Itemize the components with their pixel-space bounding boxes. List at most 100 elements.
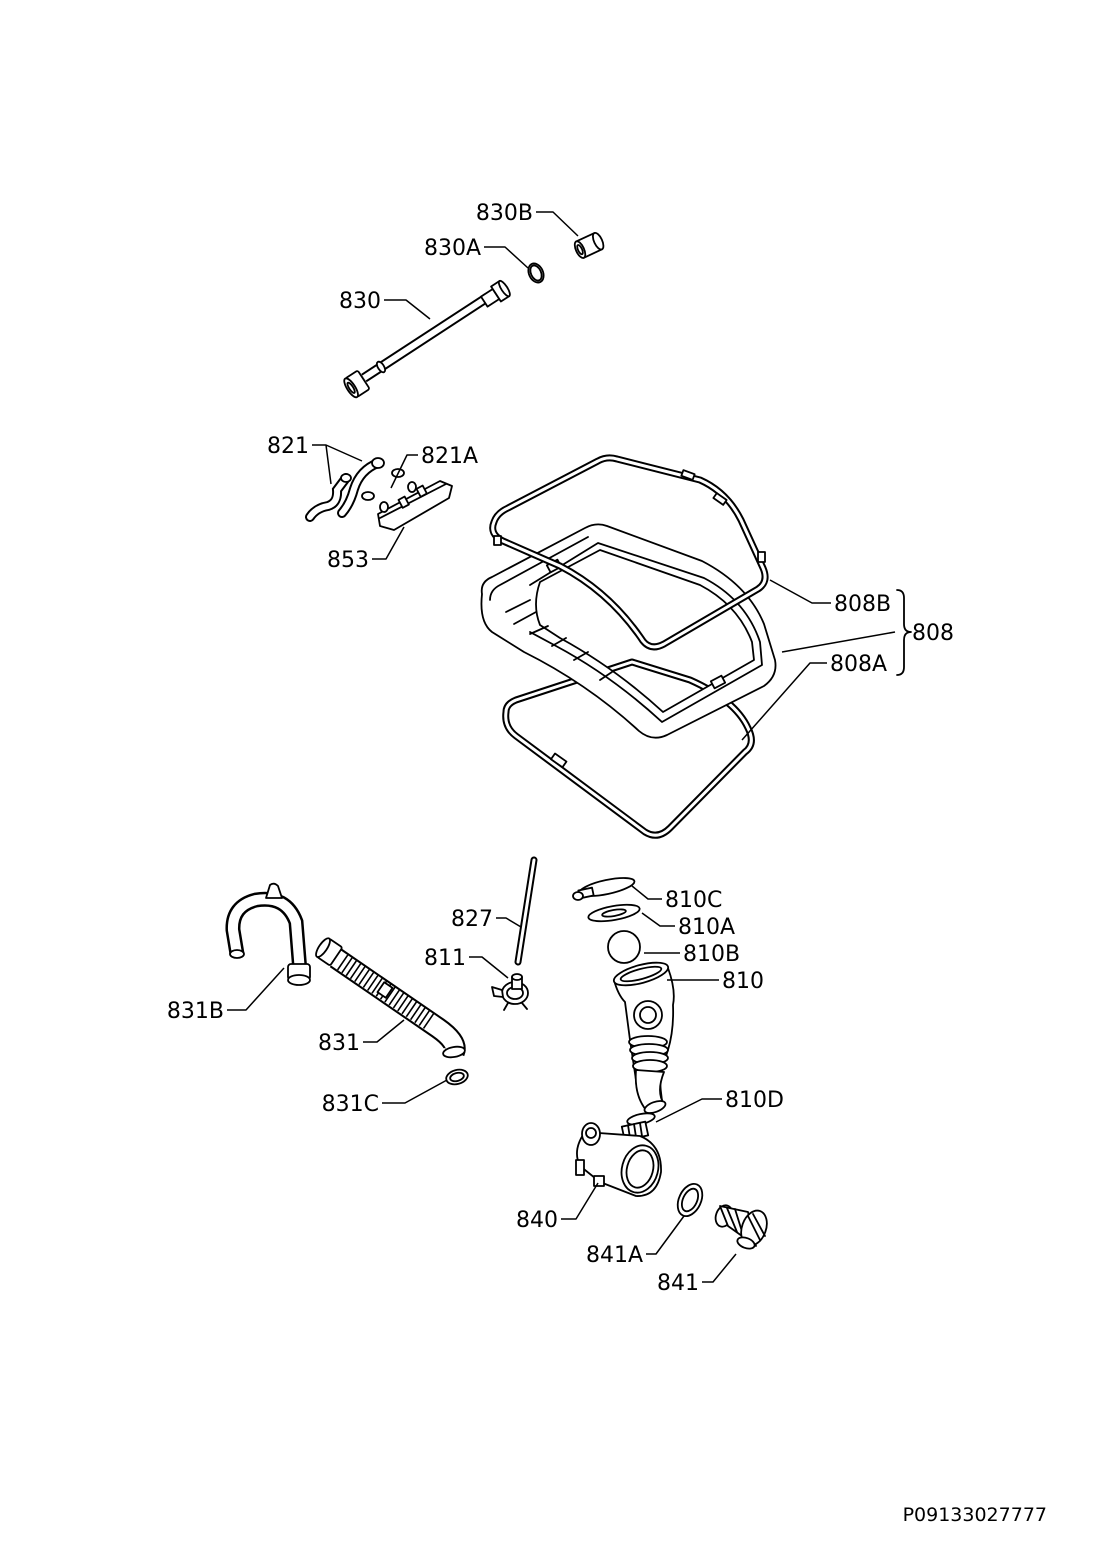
clip-1: [361, 491, 375, 501]
cuff-opening: [315, 937, 331, 958]
callout-810C: 810C: [665, 888, 722, 913]
callout-827: 827: [451, 907, 493, 932]
rib: [513, 611, 537, 625]
leader-811: [469, 956, 509, 979]
clip-3: [407, 481, 417, 493]
gasket-inner: [601, 908, 627, 918]
leader-831C: [382, 1079, 448, 1104]
hose-b-fill: [339, 460, 381, 516]
callout-821: 821: [267, 434, 309, 459]
leader-810C: [631, 885, 662, 900]
rib: [505, 599, 531, 613]
frame-808-outer-lip: [489, 536, 589, 601]
rib: [573, 651, 589, 661]
callout-830B: 830B: [476, 201, 533, 226]
leader-831: [363, 1019, 405, 1043]
drain-hose-outlet: [442, 1045, 466, 1059]
drain-hose-clip: [376, 981, 394, 999]
guide-hook-tab: [265, 882, 283, 899]
callout-810D: 810D: [725, 1088, 784, 1113]
part-808B-outer-frame: [489, 454, 769, 651]
callout-808B: 808B: [834, 592, 891, 617]
callout-831: 831: [318, 1031, 360, 1056]
frame-808B-tab-3: [757, 551, 766, 563]
part-827-rod: [514, 856, 538, 966]
callout-840: 840: [516, 1208, 558, 1233]
leader-821A: [390, 454, 418, 489]
clip-4: [379, 501, 389, 513]
frame-808B-tab-4: [493, 535, 502, 546]
part-810C-cover: [572, 877, 636, 901]
filter-grip: [747, 1213, 766, 1241]
hose-fitting: [480, 279, 511, 308]
callout-830A: 830A: [424, 236, 481, 261]
leader-841: [702, 1253, 737, 1283]
hose-nut: [343, 370, 370, 399]
ring-inner: [529, 264, 543, 282]
hose-band: [375, 360, 387, 374]
callout-808A: 808A: [830, 652, 887, 677]
leader-830A: [484, 246, 529, 269]
ring-outer: [676, 1183, 704, 1217]
part-830A-seal-ring: [527, 262, 545, 284]
frame-808A-tab: [550, 752, 568, 769]
brace-808: [896, 589, 912, 676]
part-831-drain-hose: [315, 937, 466, 1059]
callout-831B: 831B: [167, 999, 224, 1024]
leader-810D: [655, 1098, 722, 1123]
callout-821A: 821A: [421, 444, 478, 469]
pump-foot-2: [593, 1175, 605, 1187]
hose-tube-fill: [362, 294, 490, 381]
frame-808-inner-lip: [529, 542, 763, 723]
pump-inlet-bore: [585, 1127, 597, 1139]
callout-labels: 830B 830A 830 821 821A 853 808B 808 808A…: [167, 201, 954, 1296]
part-808-door-frame: [480, 523, 777, 739]
nut-bore: [346, 381, 356, 394]
clamp-inner: [449, 1071, 465, 1083]
hose-a-fill: [307, 475, 349, 520]
bracket-boss-1: [415, 484, 428, 498]
pump-filter-bore: [625, 1149, 655, 1189]
pump-inlet: [581, 1122, 601, 1146]
callout-853: 853: [327, 548, 369, 573]
leader-827: [496, 917, 522, 928]
callout-810A: 810A: [678, 915, 735, 940]
leader-808: [781, 631, 896, 653]
leader-831B: [227, 967, 285, 1011]
part-811-valve: [491, 973, 529, 1011]
callout-808: 808: [912, 621, 954, 646]
hose-a-end: [340, 473, 352, 483]
part-831C-clamp: [445, 1068, 469, 1086]
callout-811: 811: [424, 946, 466, 971]
callout-841A: 841A: [586, 1243, 643, 1268]
bracket-edge: [379, 483, 447, 519]
cover-knob: [572, 891, 584, 901]
ball: [607, 930, 641, 964]
ring-inner: [680, 1187, 700, 1213]
part-840-pump: [575, 1120, 662, 1197]
drawing-number: P09133027777: [903, 1504, 1047, 1526]
leader-830B: [536, 211, 579, 237]
frame-808-latch-tab: [709, 674, 727, 690]
rib: [599, 671, 613, 681]
valve-stem-top: [511, 973, 523, 981]
part-808A-inner-frame: [502, 658, 755, 839]
leader-810A: [641, 912, 675, 927]
clamp-outer: [445, 1068, 469, 1086]
leader-808A: [741, 662, 827, 741]
leader-808B: [769, 579, 831, 604]
rod-fill: [516, 858, 536, 964]
callout-810: 810: [722, 969, 764, 994]
sump-cap: [633, 1000, 663, 1030]
sump-inlet-rim: [612, 961, 670, 987]
part-830-hose: [343, 279, 511, 399]
guide-fill: [227, 894, 305, 973]
part-841-filter: [714, 1204, 768, 1250]
ring-outer: [527, 262, 545, 284]
sump-cap-inner: [639, 1006, 657, 1024]
part-810B-ball: [607, 930, 641, 964]
valve-tab: [491, 986, 504, 998]
frame-808B-fill: [491, 456, 767, 649]
part-831B-hose-guide: [225, 882, 311, 986]
